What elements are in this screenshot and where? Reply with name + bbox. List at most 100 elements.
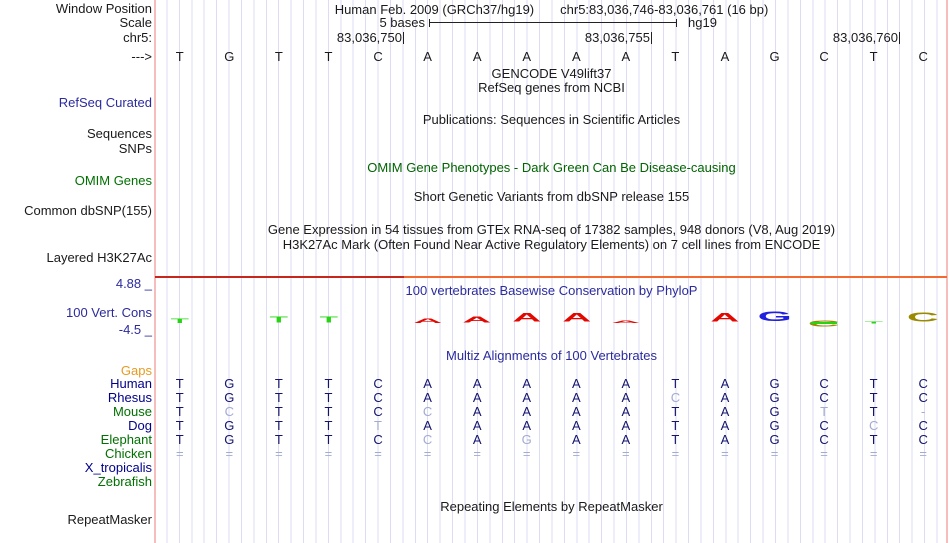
species-label-mouse[interactable]: Mouse xyxy=(112,404,152,419)
track-title-phylop[interactable]: 100 vertebrates Basewise Conservation by… xyxy=(405,283,698,298)
track-label-refseq-curated[interactable]: RefSeq Curated xyxy=(58,95,152,110)
alignment-base: A xyxy=(621,376,631,391)
alignment-base: C xyxy=(918,376,928,391)
alignment-base: C xyxy=(918,432,928,447)
sequence-base: G xyxy=(769,49,780,64)
alignment-base: T xyxy=(671,376,680,391)
conservation-min-value: -4.5 _ xyxy=(118,322,152,337)
track-label-repeatmasker[interactable]: RepeatMasker xyxy=(67,512,152,527)
track-title-multiz[interactable]: Multiz Alignments of 100 Vertebrates xyxy=(445,348,657,363)
alignment-base: A xyxy=(621,390,631,405)
track-label-100-vert-cons[interactable]: 100 Vert. Cons xyxy=(66,305,152,320)
alignment-base: = xyxy=(473,446,481,461)
conservation-logo-letter: A xyxy=(462,315,492,325)
alignment-base: T xyxy=(869,390,878,405)
track-title-repeatmasker[interactable]: Repeating Elements by RepeatMasker xyxy=(440,499,663,514)
species-label-x_tropicalis[interactable]: X_tropicalis xyxy=(84,460,152,475)
alignment-base: C xyxy=(918,418,928,433)
alignment-base: A xyxy=(621,432,631,447)
sequence-base: A xyxy=(571,49,581,64)
alignment-base: C xyxy=(422,432,433,447)
sequence-base: T xyxy=(274,49,283,64)
alignment-base: C xyxy=(224,404,235,419)
alignment-base: A xyxy=(720,376,730,391)
alignment-base: = xyxy=(919,446,927,461)
alignment-base: A xyxy=(522,404,532,419)
sequence-base: T xyxy=(175,49,184,64)
species-label-elephant[interactable]: Elephant xyxy=(100,432,152,447)
conservation-logo-letter: T xyxy=(170,317,189,325)
alignment-base: C xyxy=(373,390,383,405)
alignment-base: = xyxy=(572,446,581,461)
conservation-max-value: 4.88 _ xyxy=(115,276,152,291)
track-label-sequences[interactable]: Sequences xyxy=(86,126,152,141)
alignment-base: T xyxy=(820,404,829,419)
track-title-h3k27ac[interactable]: H3K27Ac Mark (Often Found Near Active Re… xyxy=(282,237,821,252)
alignment-base: T xyxy=(374,418,382,433)
species-label-rhesus[interactable]: Rhesus xyxy=(107,390,152,405)
alignment-base: A xyxy=(720,432,730,447)
sequence-base: T xyxy=(671,49,680,64)
alignment-base: G xyxy=(224,390,235,405)
alignment-base: C xyxy=(868,418,879,433)
conservation-logo-letter: A xyxy=(561,311,591,325)
track-title-gencode[interactable]: GENCODE V49lift37 xyxy=(491,66,612,81)
alignment-base: A xyxy=(472,404,482,419)
sequence-base: A xyxy=(472,49,482,64)
alignment-base: C xyxy=(422,404,433,419)
conservation-dash xyxy=(811,322,838,324)
species-label-zebrafish[interactable]: Zebrafish xyxy=(97,474,152,489)
track-label-layered-h3k27ac[interactable]: Layered H3K27Ac xyxy=(46,250,152,265)
alignment-base: A xyxy=(571,418,581,433)
scale-label: Scale xyxy=(119,15,152,30)
alignment-base: A xyxy=(571,404,581,419)
alignment-base: A xyxy=(720,404,730,419)
sequence-base: G xyxy=(224,49,235,64)
sequence-base: A xyxy=(423,49,432,64)
species-label-human[interactable]: Human xyxy=(110,376,152,391)
track-label-common-dbsnp[interactable]: Common dbSNP(155) xyxy=(24,203,152,218)
track-title-refseq[interactable]: RefSeq genes from NCBI xyxy=(478,80,625,95)
alignment-base: G xyxy=(224,418,235,433)
alignment-base: T xyxy=(274,418,283,433)
track-title-publications[interactable]: Publications: Sequences in Scientific Ar… xyxy=(422,112,681,127)
species-label-dog[interactable]: Dog xyxy=(128,418,152,433)
alignment-base: A xyxy=(571,390,581,405)
h3k27ac-baseline-orange xyxy=(404,276,947,278)
sequence-base: T xyxy=(324,49,333,64)
position-tick-row: 83,036,750 83,036,755 83,036,760 xyxy=(155,31,948,45)
left-border-line xyxy=(154,0,156,543)
species-label-gaps[interactable]: Gaps xyxy=(120,363,152,378)
alignment-base: C xyxy=(373,432,383,447)
alignment-base: T xyxy=(175,432,184,447)
position-label: 83,036,755 xyxy=(584,30,650,45)
strand-direction-arrow[interactable]: ---> xyxy=(131,49,152,64)
track-title-gtex[interactable]: Gene Expression in 54 tissues from GTEx … xyxy=(267,222,836,237)
window-position-label: Window Position xyxy=(55,1,152,16)
sequence-base: A xyxy=(720,49,730,64)
alignment-base: C xyxy=(819,418,829,433)
position-tick xyxy=(403,32,404,44)
conservation-logo-letter: A xyxy=(512,311,542,325)
conservation-logo-letter: C xyxy=(907,310,940,325)
track-label-snps[interactable]: SNPs xyxy=(118,141,152,156)
h3k27ac-baseline-red xyxy=(155,276,404,278)
alignment-base: A xyxy=(621,404,631,419)
sequence-base: T xyxy=(869,49,878,64)
track-label-omim-genes[interactable]: OMIM Genes xyxy=(74,173,152,188)
alignment-base: T xyxy=(671,418,680,433)
alignment-base: A xyxy=(423,390,432,405)
sequence-base: A xyxy=(621,49,631,64)
track-title-omim[interactable]: OMIM Gene Phenotypes - Dark Green Can Be… xyxy=(367,160,736,175)
scale-row: 5 bases hg19 xyxy=(155,16,948,30)
alignment-base: = xyxy=(671,446,680,461)
alignment-base: G xyxy=(521,432,532,447)
alignment-base: T xyxy=(274,432,283,447)
alignment-base: T xyxy=(175,376,184,391)
species-label-chicken[interactable]: Chicken xyxy=(105,446,152,461)
alignment-base: T xyxy=(869,432,878,447)
right-border-line xyxy=(946,0,948,543)
track-title-dbsnp[interactable]: Short Genetic Variants from dbSNP releas… xyxy=(413,189,690,204)
alignment-base: G xyxy=(769,418,780,433)
assembly-text: Human Feb. 2009 (GRCh37/hg19) xyxy=(334,2,535,17)
